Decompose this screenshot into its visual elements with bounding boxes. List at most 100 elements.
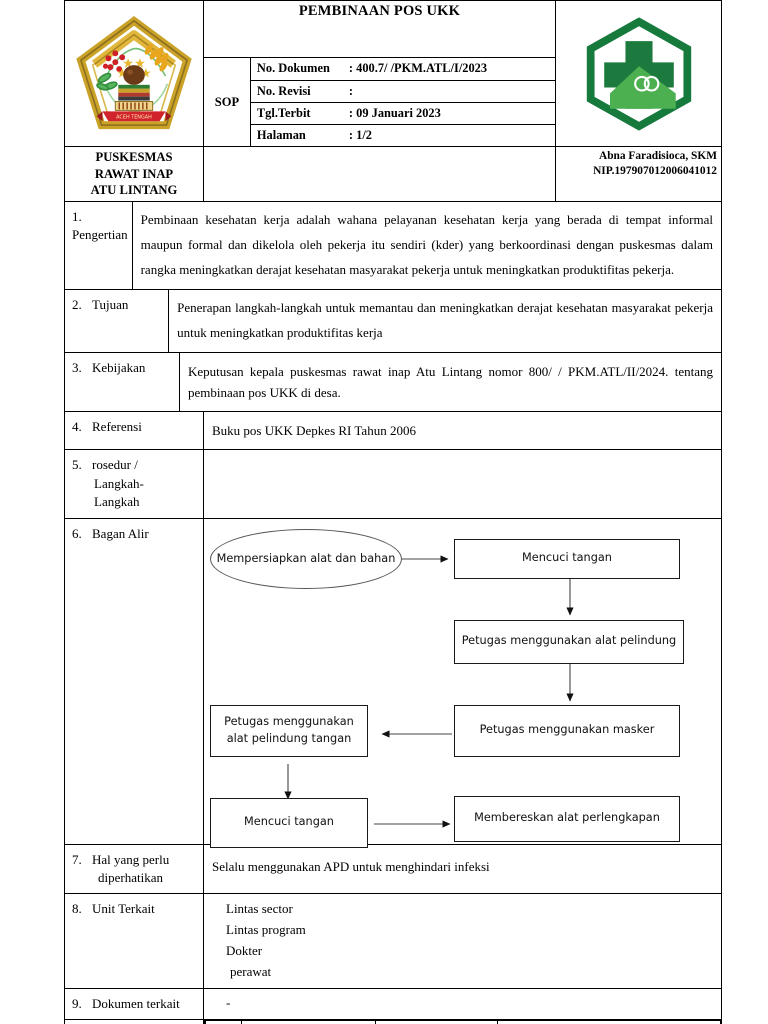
section-label-tujuan: 2. Tujuan (65, 289, 170, 352)
institution-line-1: PUSKESMAS (95, 150, 173, 164)
kabupaten-emblem-cell: ACEH TENGAH (65, 1, 204, 146)
section-rekaman-historis: 10.Rekaman Historis Perubahan No Yang Di… (65, 1020, 721, 1024)
section-title: Referensi (92, 418, 142, 434)
section-unit-terkait: 8. Unit Terkait Lintas sector Lintas prog… (65, 894, 721, 989)
signatory-block: Abna Faradisioca, SKM NIP.19790701200604… (555, 147, 721, 201)
document-header: ACEH TENGAH PEMBINAAN POS UKK SOP No. Do… (65, 1, 721, 147)
flow-node-label: Membereskan alat perlengkapan (474, 811, 660, 825)
section-body-referensi: Buku pos UKK Depkes RI Tahun 2006 (212, 422, 416, 438)
section-label-unit-terkait: 8. Unit Terkait (65, 894, 204, 988)
section-body-bagan-alir: Mempersiapkan alat dan bahan Mencuci tan… (204, 519, 721, 848)
section-title-line-1: rosedur / (92, 457, 138, 473)
table-row: No. Dokumen : 400.7/ /PKM.ATL/I/2023 (250, 58, 555, 81)
section-body-rekaman-historis: No Yang Dirubah Isi Perubahan Tgl. Mulai… (204, 1020, 721, 1024)
meta-value-tgl-terbit: : 09 Januari 2023 (346, 102, 555, 125)
section-number: 2. (72, 296, 82, 312)
section-number: 5. (72, 457, 82, 473)
institution-name: PUSKESMAS RAWAT INAP ATU LINTANG (65, 147, 204, 201)
section-title-line-3: Langkah (94, 494, 140, 510)
flow-node-label: Petugas menggunakan alat pelindung tanga… (224, 715, 354, 745)
section-prosedur: 5. rosedur / Langkah- Langkah (65, 450, 721, 519)
flow-node-mencuci-tangan-2: Mencuci tangan (210, 797, 368, 848)
history-table: No Yang Dirubah Isi Perubahan Tgl. Mulai… (205, 1020, 721, 1024)
meta-value-no-revisi: : (346, 80, 555, 103)
section-title: Tujuan (92, 296, 129, 312)
section-pengertian: 1. Pengertian Pembinaan kesehatan kerja a… (65, 201, 721, 290)
signatory-name: Abna Faradisioca, SKM (598, 150, 717, 162)
column-header-no: No (205, 1020, 242, 1024)
institution-line-3: ATU LINTANG (90, 183, 178, 198)
section-title-line-2: Langkah- (94, 475, 144, 491)
section-number: 6. (72, 525, 82, 541)
page-title: PEMBINAAN POS UKK (298, 3, 461, 19)
section-label-kebijakan: 3. Kebijakan (65, 352, 180, 411)
section-title: Bagan Alir (92, 525, 149, 541)
section-body-dokumen-terkait: - (226, 994, 231, 1010)
section-title: Kebijakan (92, 359, 146, 375)
table-row: Tgl.Terbit : 09 Januari 2023 (250, 102, 555, 125)
flow-node-petugas-alat-pelindung: Petugas menggunakan alat pelindung (454, 619, 684, 664)
column-header-tgl-mulai-diberlakukan: Tgl. Mulai Diberlakukan (497, 1020, 721, 1024)
list-item: Lintas sector (226, 901, 293, 917)
flow-node-petugas-masker: Petugas menggunakan masker (454, 704, 680, 757)
section-number: 8. (72, 901, 82, 917)
section-label-referensi: 4. Referensi (65, 411, 204, 450)
section-title: Pengertian (72, 227, 128, 243)
section-title: Dokumen terkait (92, 995, 180, 1011)
section-label-dokumen-terkait: 9. Dokumen terkait (65, 988, 204, 1020)
meta-key-no-revisi: No. Revisi (250, 80, 347, 103)
section-body-prosedur (204, 450, 721, 517)
section-label-bagan-alir: 6. Bagan Alir (65, 518, 204, 844)
section-referensi: 4. Referensi Buku pos UKK Depkes RI Tahun… (65, 411, 721, 451)
flowchart: Mempersiapkan alat dan bahan Mencuci tan… (204, 519, 721, 848)
section-number: 4. (72, 418, 82, 434)
section-label-hal-perlu-diperhatikan: 7.Hal yang perlu diperhatikan (65, 844, 204, 894)
flow-node-label: Mencuci tangan (522, 551, 612, 565)
section-body-hal-perlu-diperhatikan: Selalu menggunakan APD untuk menghindari… (212, 858, 490, 874)
flow-node-label: Mempersiapkan alat dan bahan (216, 551, 396, 565)
list-item: Lintas program (226, 922, 306, 938)
section-kebijakan: 3. Kebijakan Keputusan kepala puskesmas r… (65, 352, 721, 412)
meta-value-halaman: : 1/2 (348, 127, 372, 142)
sop-document: ACEH TENGAH PEMBINAAN POS UKK SOP No. Do… (64, 0, 722, 1024)
section-tujuan: 2.Tujuan Penerapan langkah-langkah untuk… (65, 289, 721, 353)
table-row: No. Revisi : (250, 80, 555, 103)
table-header-row: No Yang Dirubah Isi Perubahan Tgl. Mulai… (205, 1020, 721, 1024)
flowchart-connectors (284, 554, 574, 828)
list-item: Dokter (226, 943, 263, 959)
sop-meta-block: SOP No. Dokumen : 400.7/ /PKM.ATL/I/2023… (204, 57, 555, 146)
column-header-isi-perubahan: Isi Perubahan (375, 1020, 498, 1024)
sop-meta-table: No. Dokumen : 400.7/ /PKM.ATL/I/2023 No.… (250, 58, 555, 146)
signature-space (204, 147, 555, 201)
flow-node-mencuci-tangan-1: Mencuci tangan (454, 538, 680, 579)
puskesmas-logo-icon (586, 16, 691, 131)
puskesmas-logo-cell (555, 1, 721, 146)
meta-key-no-dokumen: No. Dokumen (250, 58, 347, 81)
section-number: 9. (72, 995, 82, 1011)
header-middle: PEMBINAAN POS UKK SOP No. Dokumen : 400.… (204, 1, 555, 146)
list-item: perawat (230, 963, 272, 979)
column-header-yang-dirubah: Yang Dirubah (241, 1020, 376, 1024)
signatory-nip: NIP.197907012006041012 (593, 165, 717, 178)
section-number: 7. (72, 851, 82, 867)
section-number: 1. (72, 208, 82, 224)
flow-node-petugas-pelindung-tangan: Petugas menggunakan alat pelindung tanga… (210, 704, 368, 757)
institution-line-2: RAWAT INAP (94, 166, 174, 181)
lambang-kabupaten-icon: ACEH TENGAH (76, 15, 192, 129)
meta-key-halaman: Halaman (256, 127, 306, 142)
flow-node-label: Mencuci tangan (244, 815, 334, 829)
section-number: 3. (72, 359, 82, 375)
flow-node-label: Petugas menggunakan masker (479, 723, 655, 737)
section-body-unit-terkait: Lintas sector Lintas program Dokter pera… (204, 894, 721, 987)
sop-label: SOP (204, 58, 251, 146)
section-body-pengertian: Pembinaan kesehatan kerja adalah wahana … (140, 211, 713, 277)
section-body-kebijakan: Keputusan kepala puskesmas rawat inap At… (188, 363, 713, 400)
section-dokumen-terkait: 9. Dokumen terkait - (65, 988, 721, 1021)
section-hal-perlu-diperhatikan: 7.Hal yang perlu diperhatikan Selalu men… (65, 844, 721, 895)
flow-node-label: Petugas menggunakan alat pelindung (461, 634, 677, 648)
table-row: Halaman : 1/2 (251, 124, 555, 146)
section-title: Unit Terkait (92, 901, 155, 917)
svg-text:ACEH TENGAH: ACEH TENGAH (116, 114, 152, 120)
section-label-pengertian: 1. Pengertian (65, 201, 133, 289)
